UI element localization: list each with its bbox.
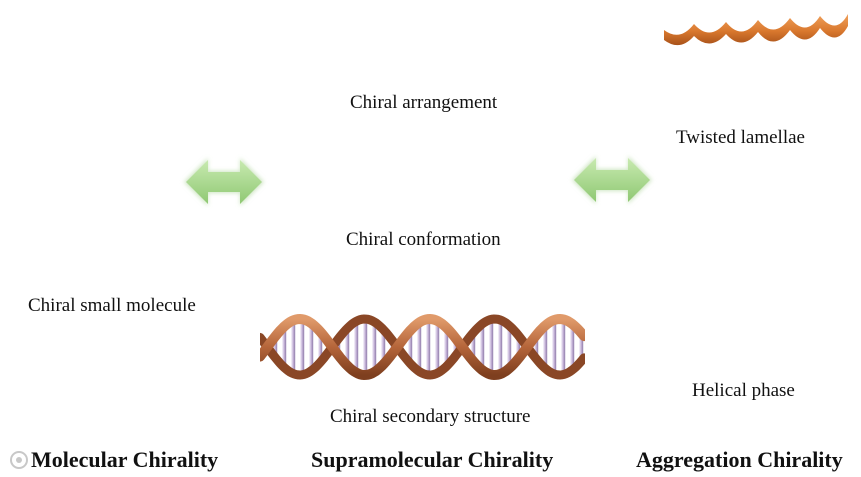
- double-headed-arrow-icon: [184, 158, 264, 206]
- chiral-conformation-label: Chiral conformation: [346, 229, 501, 250]
- chiral-small-molecule-label: Chiral small molecule: [28, 295, 196, 316]
- dna-base-pair: [533, 335, 539, 359]
- dna-base-pair: [515, 334, 521, 360]
- dna-base-pair: [488, 319, 494, 375]
- helical-phase-label: Helical phase: [692, 380, 795, 401]
- dna-base-pair: [497, 319, 503, 375]
- dna-base-pair: [434, 320, 440, 374]
- dna-base-pair: [542, 325, 548, 369]
- dna-base-pair: [506, 325, 512, 369]
- dna-base-pair: [578, 332, 584, 362]
- dna-base-pair: [308, 323, 314, 371]
- dna-base-pair: [281, 326, 287, 368]
- dna-base-pair: [479, 324, 485, 370]
- dna-base-pair: [452, 337, 458, 357]
- dna-base-pair: [443, 327, 449, 367]
- twisted-lamellae-ribbon-icon: [664, 14, 848, 46]
- dna-base-pair: [290, 320, 296, 374]
- double-headed-arrow-icon: [572, 156, 652, 204]
- dna-base-pair: [353, 321, 359, 373]
- dna-base-pair: [407, 330, 413, 364]
- dna-base-pair: [569, 323, 575, 371]
- dna-base-pair: [380, 329, 386, 365]
- dna-base-pair: [416, 322, 422, 372]
- supramolecular-chirality-heading: Supramolecular Chirality: [311, 447, 554, 472]
- dna-base-pair: [560, 319, 566, 375]
- watermark-logo-icon: [10, 451, 28, 469]
- chiral-secondary-structure-label: Chiral secondary structure: [330, 406, 531, 427]
- dna-base-pair: [470, 333, 476, 361]
- chiral-arrangement-label: Chiral arrangement: [350, 92, 498, 113]
- dna-base-pair: [551, 320, 557, 374]
- dna-base-pair: [344, 328, 350, 366]
- dna-base-pair: [272, 336, 278, 358]
- molecular-chirality-heading: Molecular Chirality: [31, 447, 219, 472]
- dna-base-pair: [317, 331, 323, 363]
- dna-base-pair: [425, 319, 431, 375]
- aggregation-chirality-heading: Aggregation Chirality: [636, 447, 843, 472]
- dna-helix-icon: [260, 313, 585, 381]
- dna-base-pair: [299, 319, 305, 375]
- dna-strand-front: [260, 313, 585, 381]
- dna-base-pair: [371, 321, 377, 373]
- dna-base-pair: [362, 319, 368, 375]
- twisted-lamellae-label: Twisted lamellae: [676, 127, 805, 148]
